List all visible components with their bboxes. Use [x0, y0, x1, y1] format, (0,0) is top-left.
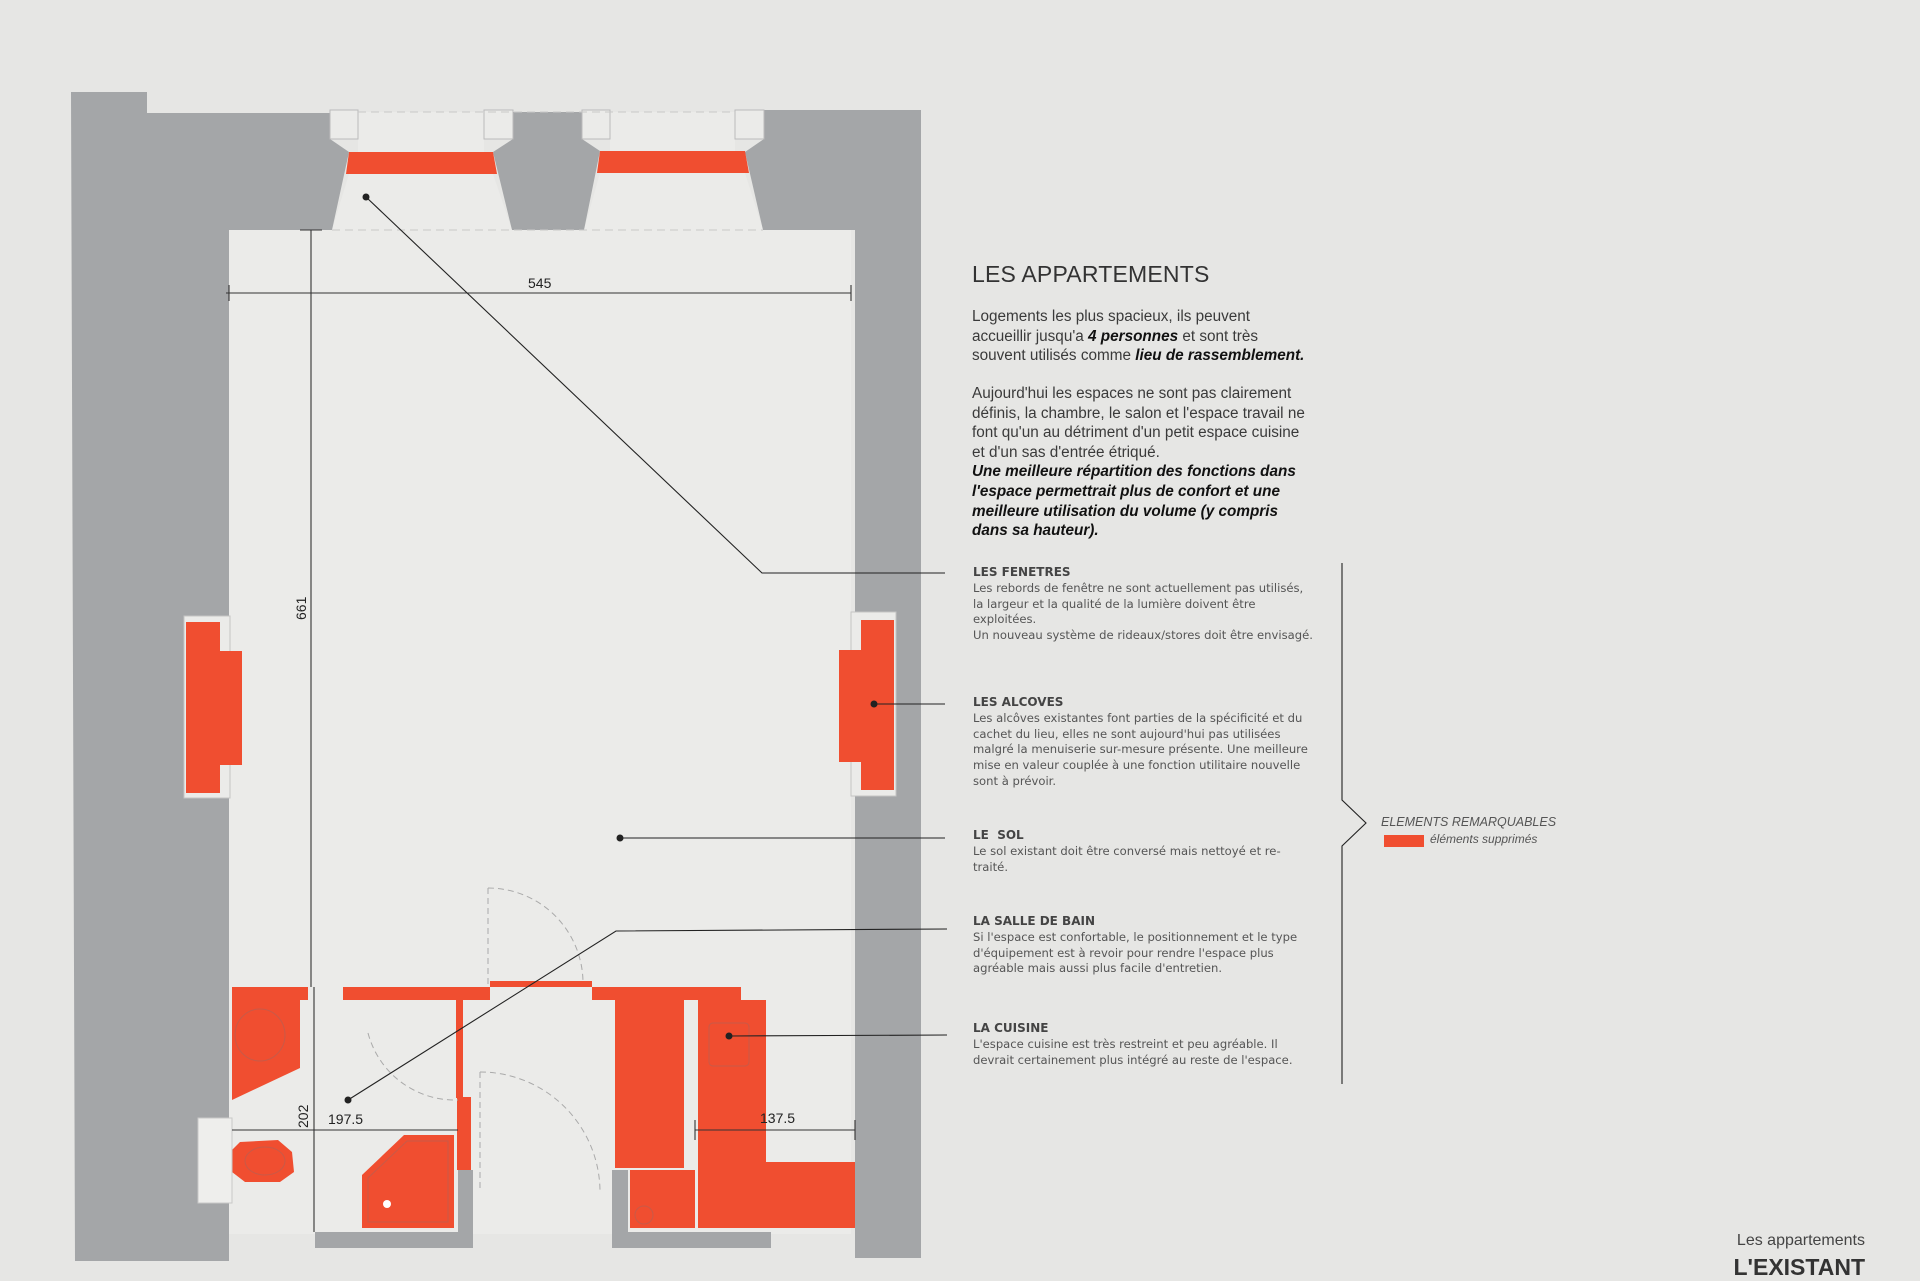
dimension-kitchen-width: 137.5: [760, 1110, 795, 1126]
note-text: L'espace cuisine est très restreint et p…: [973, 1036, 1293, 1067]
intro-emphasis-people: 4 personnes: [1088, 327, 1179, 345]
intro-conclusion: Une meilleure répartition des fonctions …: [972, 463, 1296, 540]
page-title: LES APPARTEMENTS: [972, 261, 1210, 287]
kitchen-counter: [698, 1000, 855, 1228]
intro-paragraph-1: Logements les plus spacieux, ils peuvent…: [972, 307, 1312, 366]
note-title: LA SALLE DE BAIN: [973, 914, 1095, 928]
note-text: Le sol existant doit être conversé mais …: [973, 843, 1281, 874]
note-title: LES FENETRES: [973, 565, 1071, 579]
alcove-right: [861, 620, 894, 790]
door-arc: [479, 1071, 601, 1193]
alcove-left: [186, 622, 220, 793]
bath-wall: [315, 1170, 473, 1248]
note-title: LES ALCOVES: [973, 695, 1064, 709]
dimension-bath-height: 202: [295, 1104, 311, 1128]
windows: [329, 109, 765, 231]
legend-label-removed: éléments supprimés: [1430, 832, 1538, 846]
top-pier: [493, 112, 600, 230]
intro-emphasis-gathering: lieu de rassemblement.: [1135, 347, 1305, 365]
note-title: LE SOL: [973, 828, 1024, 842]
intro-text: et sont très souvent utilisés comme: [972, 327, 1259, 365]
note-text: Un nouveau système de rideaux/stores doi…: [973, 628, 1313, 643]
note-text: Les rebords de fenêtre ne sont actuellem…: [973, 580, 1304, 627]
legend-swatch-removed: [1384, 835, 1424, 847]
kitchen-cabinet: [615, 998, 684, 1168]
note-text: Si l'espace est confortable, le position…: [973, 929, 1298, 976]
window-sill-left: [346, 152, 497, 174]
legend-title: ELEMENTS REMARQUABLES: [1381, 815, 1557, 829]
intro-paragraph-2: Aujourd'hui les espaces ne sont pas clai…: [972, 384, 1312, 541]
dimension-height: 661: [293, 596, 309, 620]
dimension-width: 545: [528, 275, 552, 291]
fridge: [630, 1170, 695, 1228]
intro-text: Logements les plus spacieux, ils peuvent…: [972, 308, 1251, 345]
leader-bathroom: [347, 928, 948, 1101]
note-text: Les alcôves existantes font parties de l…: [973, 710, 1308, 788]
dimension-bath-width: 197.5: [328, 1111, 363, 1127]
leader-windows: [365, 196, 945, 574]
intro-text: Aujourd'hui les espaces ne sont pas clai…: [972, 385, 1305, 461]
footer-title: L'EXISTANT: [1733, 1254, 1865, 1280]
kitchen-wall: [612, 1170, 771, 1248]
right-wall: [745, 110, 921, 1258]
window-sill-right: [597, 151, 749, 173]
leader-kitchen: [728, 1034, 948, 1037]
legend-bracket: [1341, 563, 1367, 1084]
note-title: LA CUISINE: [973, 1021, 1049, 1035]
footer-subtitle: Les appartements: [1736, 1232, 1865, 1249]
